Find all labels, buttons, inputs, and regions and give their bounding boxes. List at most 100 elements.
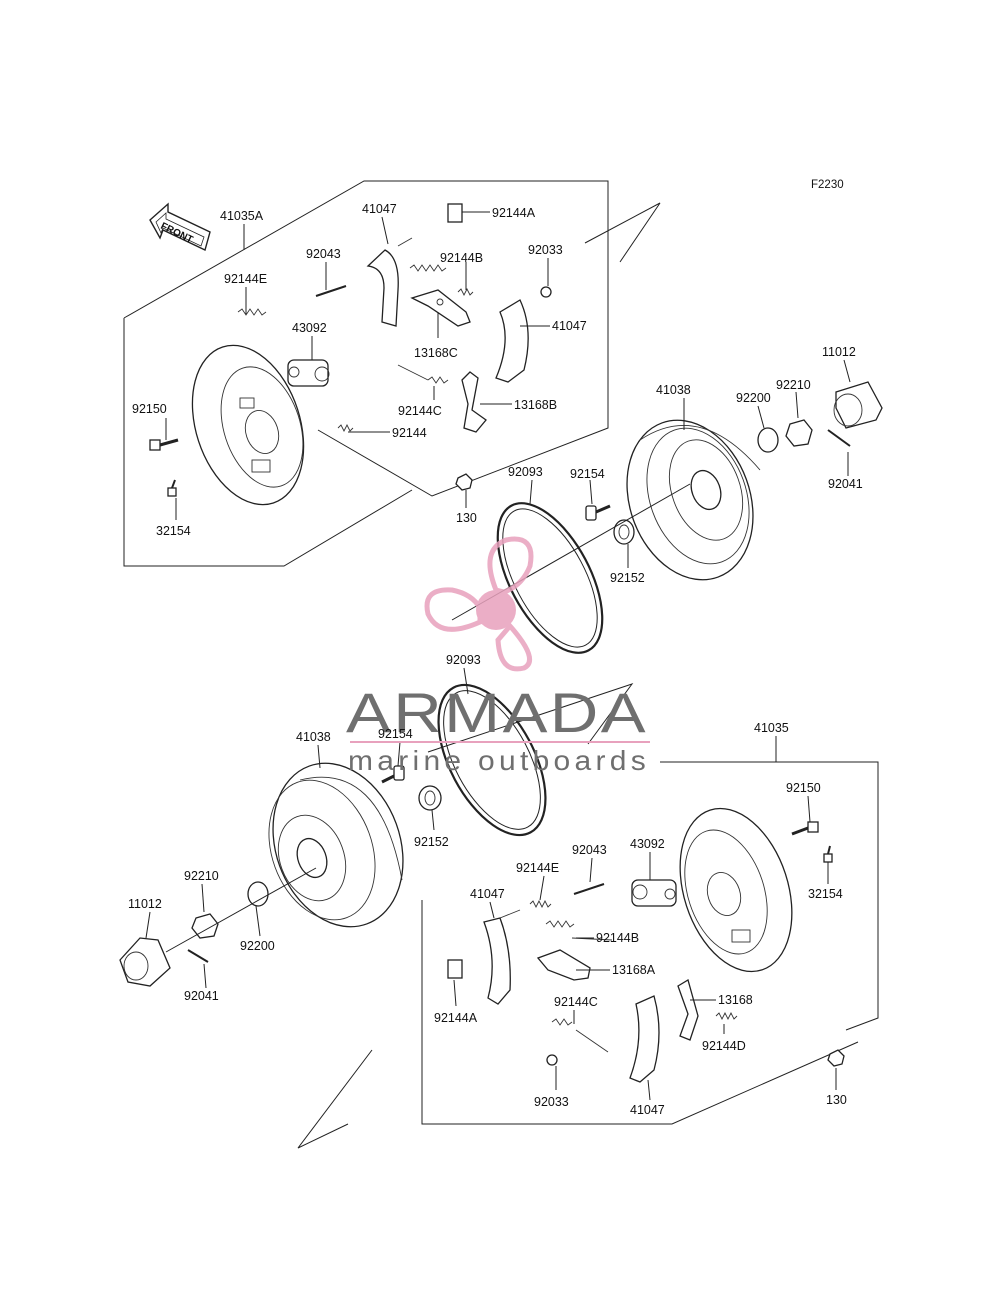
part-label: 92043 [572,843,607,857]
part-label: 92154 [570,467,605,481]
part-label: 92154 [378,727,413,741]
part-label: 92144C [554,995,598,1009]
part-label: 41035A [220,209,264,223]
part-labels: 41035A 41047 92144A 92043 92144B 92033 9… [128,202,863,1117]
upper-drum-frame [584,202,661,263]
part-label: 92144B [596,931,639,945]
upper-backing-plate-frame [123,318,413,567]
part-label: 11012 [128,897,162,911]
upper-backing-plate [191,344,305,506]
part-label: 13168A [612,963,656,977]
upper-brake-shoe-right [495,299,529,383]
upper-bearing-92152 [613,519,635,545]
part-label: 11012 [822,345,856,359]
lower-cap-11012 [119,937,171,987]
part-label: 41047 [630,1103,665,1117]
lower-bolt-92150 [791,821,819,836]
lower-brake-shoe-left [483,909,521,1005]
part-label: 92033 [528,243,563,257]
part-label: 92043 [306,247,341,261]
lower-brake-shoe-right [629,995,660,1083]
lower-pin-92043 [573,883,605,895]
watermark-tagline: marine outboards [348,745,650,776]
part-label: 92041 [828,477,863,491]
part-label: 92150 [132,402,167,416]
upper-stud-92154 [585,504,611,521]
lower-bolt-130 [827,1049,845,1067]
part-label: 41038 [296,730,331,744]
part-label: 130 [826,1093,847,1107]
lower-clip-92033 [546,1054,558,1066]
part-label: 41047 [470,887,505,901]
part-label: 41038 [656,383,691,397]
lower-parking-lever [677,979,699,1041]
upper-brake-shoe-left [366,237,413,327]
part-label: 92200 [736,391,771,405]
part-label: 92152 [414,835,449,849]
part-label: 41035 [754,721,789,735]
part-label: 13168 [718,993,753,1007]
upper-clip-92144a [447,203,463,223]
upper-nut-92210 [785,419,813,447]
upper-bolt-92150 [149,438,179,451]
figure-id: F2230 [811,179,844,191]
upper-cap-11012 [833,381,883,429]
lower-washer-92200 [247,881,269,907]
watermark-brand: ARMADA [346,681,648,744]
part-label: 92144E [224,272,267,286]
upper-washer-92200 [757,427,779,453]
upper-adjuster-lever [410,289,471,327]
part-label: 92144E [516,861,559,875]
lower-nut-92210 [191,913,219,939]
upper-cotter-92041 [827,429,851,447]
part-label: 92144D [702,1039,746,1053]
part-label: 92210 [776,378,811,392]
part-label: 13168B [514,398,557,412]
lower-adjuster-lever [536,949,591,981]
lower-stud-92154 [381,765,405,784]
part-label: 92152 [610,571,645,585]
upper-bolt-130 [455,473,473,491]
upper-clip-92033 [540,286,552,298]
leader-lines [145,211,851,1101]
part-label: 92150 [786,781,821,795]
upper-wheel-cylinder [287,359,330,387]
part-label: 32154 [808,887,843,901]
part-label: 13168C [414,346,458,360]
part-label: 32154 [156,524,191,538]
part-label: 43092 [630,837,665,851]
lower-wheel-cylinder [631,879,677,907]
part-label: 92033 [534,1095,569,1109]
part-label: 92144B [440,251,483,265]
upper-springs [237,264,474,433]
lower-bleeder-32154 [823,845,833,863]
part-label: 92093 [446,653,481,667]
upper-seal-ring-92093 [496,502,604,654]
upper-bleeder-32154 [167,479,177,497]
lower-cotter-92041 [187,949,209,963]
lower-drum-frame [427,683,634,753]
part-label: 92144 [392,426,427,440]
part-label: 92041 [184,989,219,1003]
lower-clip-92144a [447,959,463,979]
part-label: 92144A [434,1011,478,1025]
part-label: 41047 [552,319,587,333]
part-label: 41047 [362,202,397,216]
part-label: 130 [456,511,477,525]
propeller-logo-icon [424,536,534,672]
upper-parking-lever [461,371,487,433]
upper-pin-92043 [315,285,347,297]
part-label: 43092 [292,321,327,335]
upper-brake-drum-41038 [626,419,761,581]
part-label: 92210 [184,869,219,883]
part-label: 92144C [398,404,442,418]
front-arrow-icon: FRONT [149,202,211,251]
part-label: 92144A [492,206,536,220]
lower-bearing-92152 [418,785,442,811]
lower-backing-plate-frame [660,761,879,1031]
lower-backing-plate [679,807,793,973]
part-label: 92093 [508,465,543,479]
lower-brake-drum-41038 [268,762,404,928]
